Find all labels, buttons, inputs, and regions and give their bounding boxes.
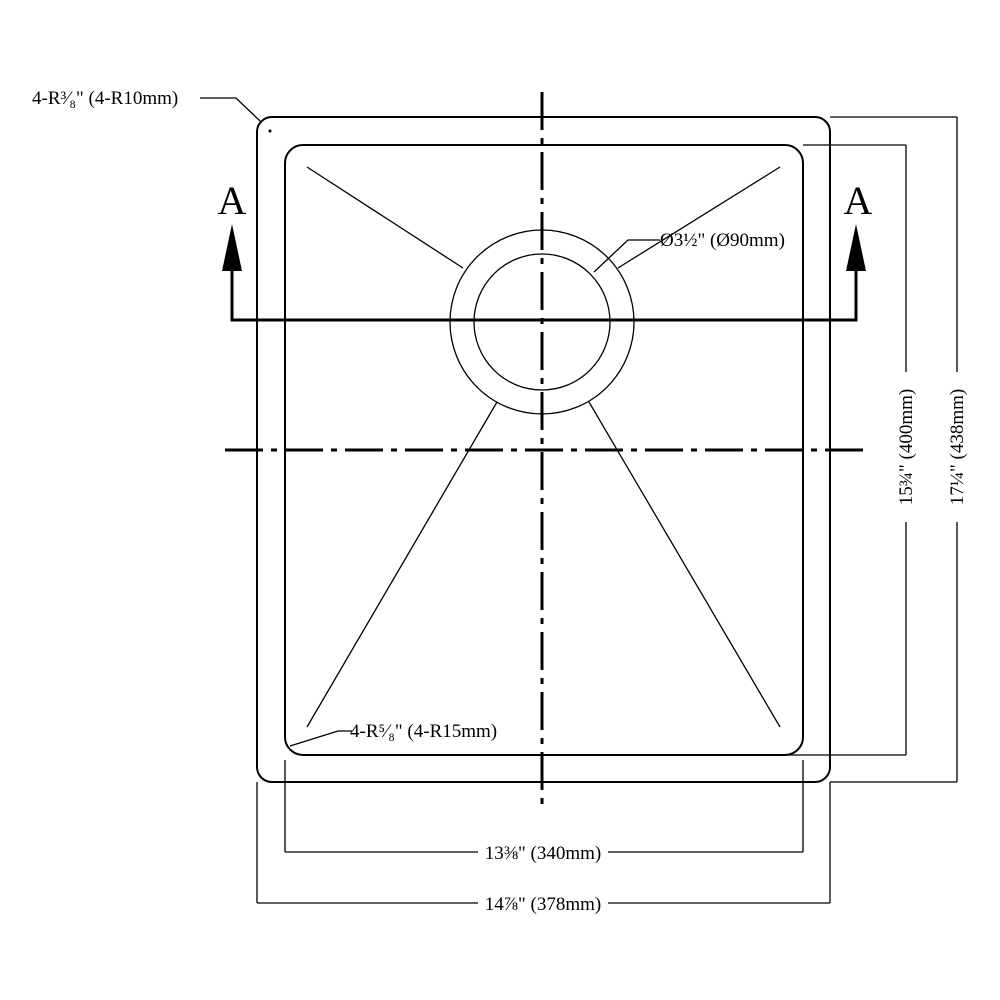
section-arrow-left-icon (222, 224, 242, 271)
section-label-right: A (844, 178, 873, 223)
inner-width-dimension (284, 760, 804, 853)
outer-height-dimension (830, 116, 958, 783)
section-label-left: A (218, 178, 247, 223)
inner-width-label: 13⅜" (340mm) (485, 843, 601, 864)
corner-marker (268, 129, 272, 133)
outer-corner-radius-label: 4-R³⁄₈" (4-R10mm) (32, 88, 178, 109)
inner-height-label: 15¾" (400mm) (896, 389, 917, 505)
outer-height-label: 17¼" (438mm) (947, 389, 968, 505)
bowl-slope-lines (306, 166, 781, 728)
outer-radius-leader (200, 97, 261, 122)
outer-width-label: 14⅞" (378mm) (485, 894, 601, 915)
drain-inner-circle (473, 253, 611, 391)
inner-radius-leader (289, 730, 352, 747)
outer-width-dimension (256, 782, 831, 904)
section-line-a-a (222, 224, 866, 322)
inner-corner-radius-label: 4-R⁵⁄₈" (4-R15mm) (350, 721, 497, 742)
drain-leader (593, 239, 660, 273)
section-arrow-right-icon (846, 224, 866, 271)
drain-diameter-label: Ø3½" (Ø90mm) (660, 230, 785, 251)
inner-height-dimension (780, 144, 907, 756)
